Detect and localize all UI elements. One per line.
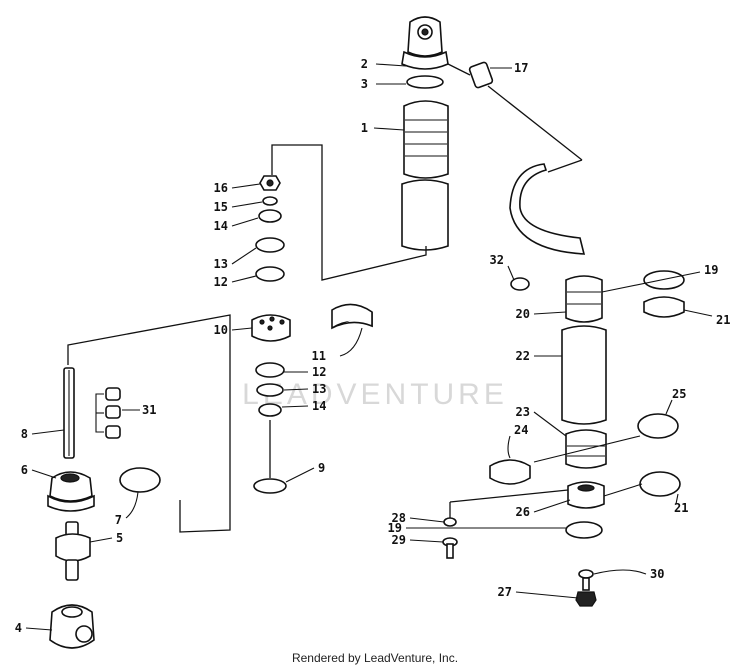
washer-14b[interactable] <box>258 403 282 417</box>
nut-16[interactable] <box>259 175 281 191</box>
callout-31: 31 <box>142 403 156 417</box>
callout-20: 20 <box>516 307 530 321</box>
callout-22: 22 <box>516 349 530 363</box>
callout-32: 32 <box>490 253 504 267</box>
shock-eye-cap[interactable] <box>401 16 449 70</box>
callout-15: 15 <box>214 200 228 214</box>
oring-32[interactable] <box>510 277 530 291</box>
oring-7[interactable] <box>119 467 161 493</box>
shaft-8[interactable] <box>63 367 75 459</box>
ring-21b[interactable] <box>639 471 681 497</box>
washer-14[interactable] <box>258 209 282 223</box>
callout-14: 14 <box>214 219 228 233</box>
reservoir-cap-20[interactable] <box>565 275 603 323</box>
watermark-text: LEADVENTURE <box>242 378 508 411</box>
shock-spring-body[interactable] <box>403 100 449 179</box>
callout-23: 23 <box>516 405 530 419</box>
callout-10: 10 <box>214 323 228 337</box>
callout-7: 7 <box>115 513 122 527</box>
callout-24: 24 <box>514 423 528 437</box>
callout-12b: 12 <box>312 365 326 379</box>
callout-2: 2 <box>361 57 368 71</box>
washer-12[interactable] <box>255 266 285 282</box>
washer-12b[interactable] <box>255 362 285 378</box>
ring-24[interactable] <box>489 459 531 485</box>
callout-13b: 13 <box>312 382 326 396</box>
bushings-31[interactable] <box>105 387 121 439</box>
ring-21[interactable] <box>643 296 685 318</box>
callout-4: 4 <box>15 621 22 635</box>
callout-28: 28 <box>392 511 406 525</box>
callout-19: 19 <box>704 263 718 277</box>
washer-28[interactable] <box>443 517 457 527</box>
callout-21: 21 <box>716 313 730 327</box>
callout-9: 9 <box>318 461 325 475</box>
callout-25: 25 <box>672 387 686 401</box>
bolt-27[interactable] <box>575 577 597 607</box>
callout-5: 5 <box>116 531 123 545</box>
piston-ring-11[interactable] <box>331 303 373 330</box>
callout-3: 3 <box>361 77 368 91</box>
washer-13b[interactable] <box>256 383 284 397</box>
callout-30: 30 <box>650 567 664 581</box>
callout-16: 16 <box>214 181 228 195</box>
eye-4[interactable] <box>49 604 95 649</box>
callout-26: 26 <box>516 505 530 519</box>
washer-30[interactable] <box>578 569 594 579</box>
callout-12: 12 <box>214 275 228 289</box>
callout-1: 1 <box>361 121 368 135</box>
shock-lower-sleeve[interactable] <box>401 179 449 251</box>
hose-fitting[interactable] <box>468 61 494 89</box>
piston-10[interactable] <box>251 314 291 342</box>
callout-27: 27 <box>498 585 512 599</box>
callout-6: 6 <box>21 463 28 477</box>
callout-21b: 21 <box>674 501 688 515</box>
screw-29[interactable] <box>442 537 458 559</box>
end-cap-26[interactable] <box>567 481 605 509</box>
callout-19b: 19 <box>388 521 402 535</box>
callout-29: 29 <box>392 533 406 547</box>
reservoir-hose[interactable] <box>509 163 586 255</box>
oring-19[interactable] <box>643 270 685 290</box>
washer-13[interactable] <box>255 237 285 253</box>
callout-17: 17 <box>514 61 528 75</box>
footer-credit: Rendered by LeadVenture, Inc. <box>291 651 459 665</box>
reservoir-22[interactable] <box>561 325 607 425</box>
oring-19b[interactable] <box>565 521 603 539</box>
washer-9[interactable] <box>253 478 287 494</box>
washer-15[interactable] <box>262 196 278 206</box>
oring-25[interactable] <box>637 413 679 439</box>
callout-labels: 2 3 1 17 16 15 14 13 12 10 11 12 13 14 9… <box>15 57 731 635</box>
callout-13: 13 <box>214 257 228 271</box>
callout-11: 11 <box>312 349 326 363</box>
shock-cap-ring[interactable] <box>406 75 444 89</box>
seal-head-6[interactable] <box>47 471 95 512</box>
callout-8: 8 <box>21 427 28 441</box>
leader-lines <box>25 63 713 631</box>
callout-14b: 14 <box>312 399 326 413</box>
bottom-out-5[interactable] <box>55 521 91 581</box>
